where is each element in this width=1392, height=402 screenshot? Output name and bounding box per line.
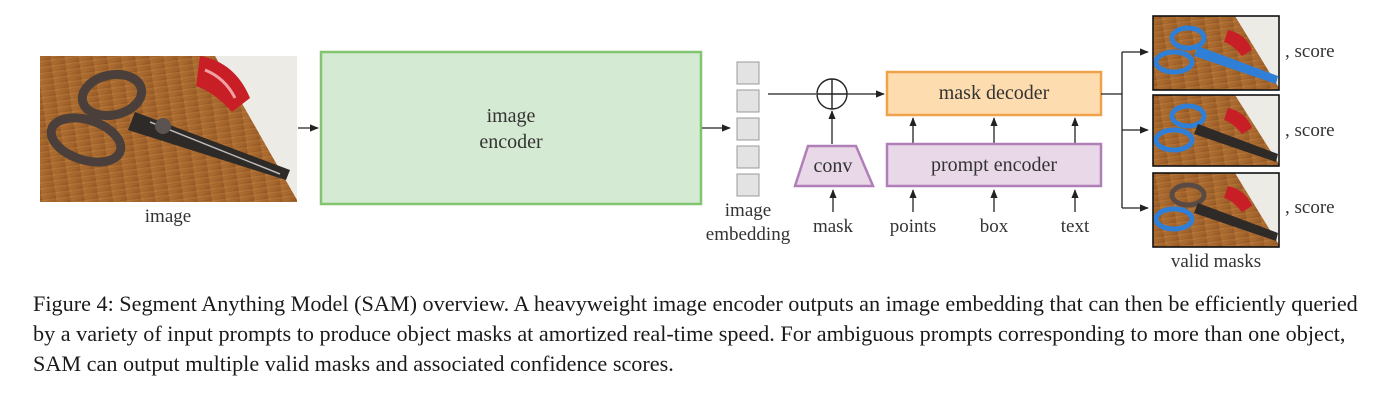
output-mask-2 bbox=[1152, 94, 1280, 167]
output-mask-3 bbox=[1152, 172, 1280, 248]
embedding-cell bbox=[736, 173, 760, 197]
scissors-shape bbox=[46, 69, 290, 180]
text-input-label: text bbox=[1061, 216, 1090, 237]
conv-block: conv bbox=[793, 144, 875, 188]
mask-decoder-label: mask decoder bbox=[939, 82, 1050, 104]
prompt-encoder-block: prompt encoder bbox=[885, 142, 1103, 188]
image-embedding-stack bbox=[736, 61, 760, 197]
image-encoder-label-line2: encoder bbox=[479, 131, 543, 153]
image-embedding-label-line1: image bbox=[725, 200, 771, 221]
score-label-1: , score bbox=[1285, 41, 1335, 62]
embedding-cell bbox=[736, 117, 760, 141]
embedding-cell bbox=[736, 89, 760, 113]
image-embedding-label-line2: embedding bbox=[706, 224, 791, 245]
decoder-output-arrows bbox=[1101, 48, 1149, 212]
image-encoder-label-line1: image bbox=[487, 105, 536, 127]
elementwise-add-node bbox=[816, 78, 848, 110]
prompt-encoder-label: prompt encoder bbox=[931, 154, 1057, 176]
mask-decoder-block: mask decoder bbox=[885, 70, 1103, 117]
valid-masks-label: valid masks bbox=[1171, 251, 1261, 272]
input-image bbox=[40, 56, 297, 202]
figure-caption: Figure 4: Segment Anything Model (SAM) o… bbox=[33, 291, 1358, 376]
points-input-label: points bbox=[890, 216, 936, 237]
image-encoder-block: image encoder bbox=[319, 50, 703, 206]
output-mask-1 bbox=[1152, 15, 1280, 91]
input-image-label: image bbox=[145, 206, 191, 227]
conv-label: conv bbox=[814, 155, 853, 177]
score-label-2: , score bbox=[1285, 120, 1335, 141]
box-input-label: box bbox=[980, 216, 1009, 237]
mask-input-label: mask bbox=[813, 216, 854, 237]
embedding-cell bbox=[736, 145, 760, 169]
score-label-3: , score bbox=[1285, 197, 1335, 218]
embedding-cell bbox=[736, 61, 760, 85]
